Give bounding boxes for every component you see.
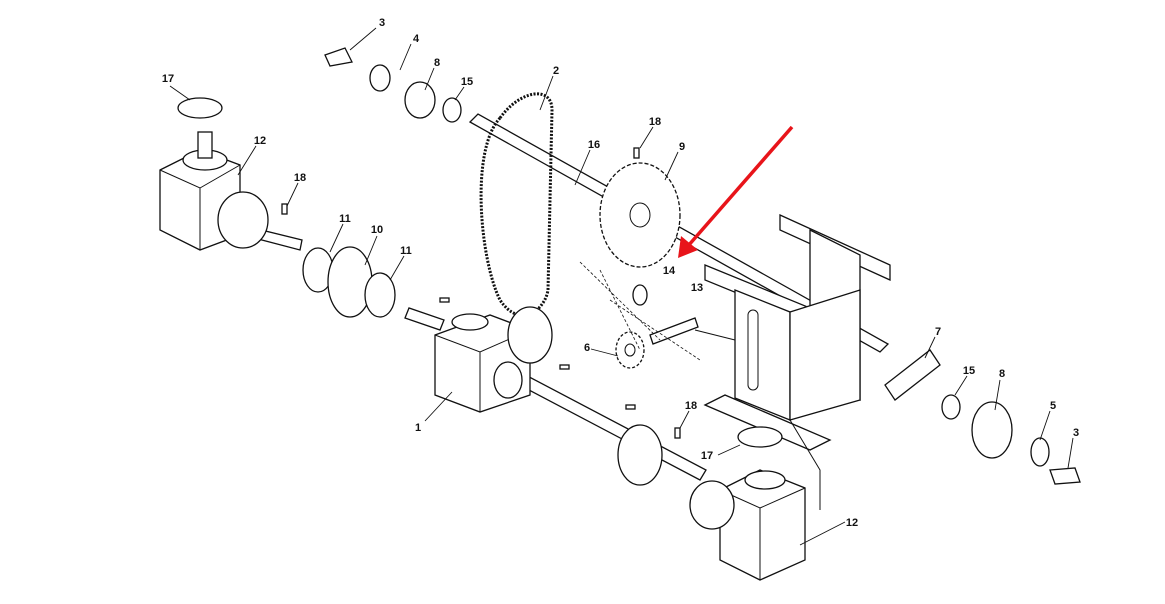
label-18: 18: [294, 172, 306, 184]
label-6: 6: [584, 342, 590, 354]
label-10: 10: [371, 224, 383, 236]
callout-arrow: [678, 125, 794, 258]
label-12: 12: [846, 517, 858, 529]
leader-lines: [169, 27, 1074, 546]
label-15: 15: [461, 76, 473, 88]
label-9: 9: [679, 141, 685, 153]
label-5: 5: [1050, 400, 1056, 412]
label-18: 18: [649, 116, 661, 128]
label-16: 16: [588, 139, 600, 151]
sprocket-6: [615, 331, 645, 369]
gearbox-1: [434, 306, 553, 413]
label-2: 2: [553, 65, 559, 77]
cap-17: [177, 97, 783, 448]
bearing-parts-right: [884, 349, 1081, 485]
label-18: 18: [685, 400, 697, 412]
label-3: 3: [1073, 427, 1079, 439]
label-1: 1: [415, 422, 421, 434]
plate-13: [632, 284, 736, 345]
label-14: 14: [663, 265, 676, 277]
label-13: 13: [691, 282, 703, 294]
label-11: 11: [339, 213, 351, 225]
label-8: 8: [999, 368, 1005, 380]
label-11: 11: [400, 245, 412, 257]
label-17: 17: [701, 450, 713, 462]
label-3: 3: [379, 17, 385, 29]
part-labels: 3 4 8 15 2 17 12 18 16 18 9 11 10 11 14 …: [162, 17, 1079, 529]
bearing-parts-top: [324, 47, 462, 123]
label-8: 8: [434, 57, 440, 69]
upper-shaft-16: [468, 113, 890, 353]
gearbox-12-right: [689, 469, 806, 581]
support-frame: [703, 213, 891, 510]
chain-2: [479, 92, 554, 317]
label-12: 12: [254, 135, 266, 147]
label-15: 15: [963, 365, 975, 377]
label-4: 4: [413, 33, 420, 45]
keys-18: [281, 147, 681, 439]
sprocket-9: [599, 162, 681, 268]
coupling-10-11: [302, 246, 663, 486]
label-7: 7: [935, 326, 941, 338]
label-17: 17: [162, 73, 174, 85]
gearbox-12-left: [159, 131, 269, 251]
